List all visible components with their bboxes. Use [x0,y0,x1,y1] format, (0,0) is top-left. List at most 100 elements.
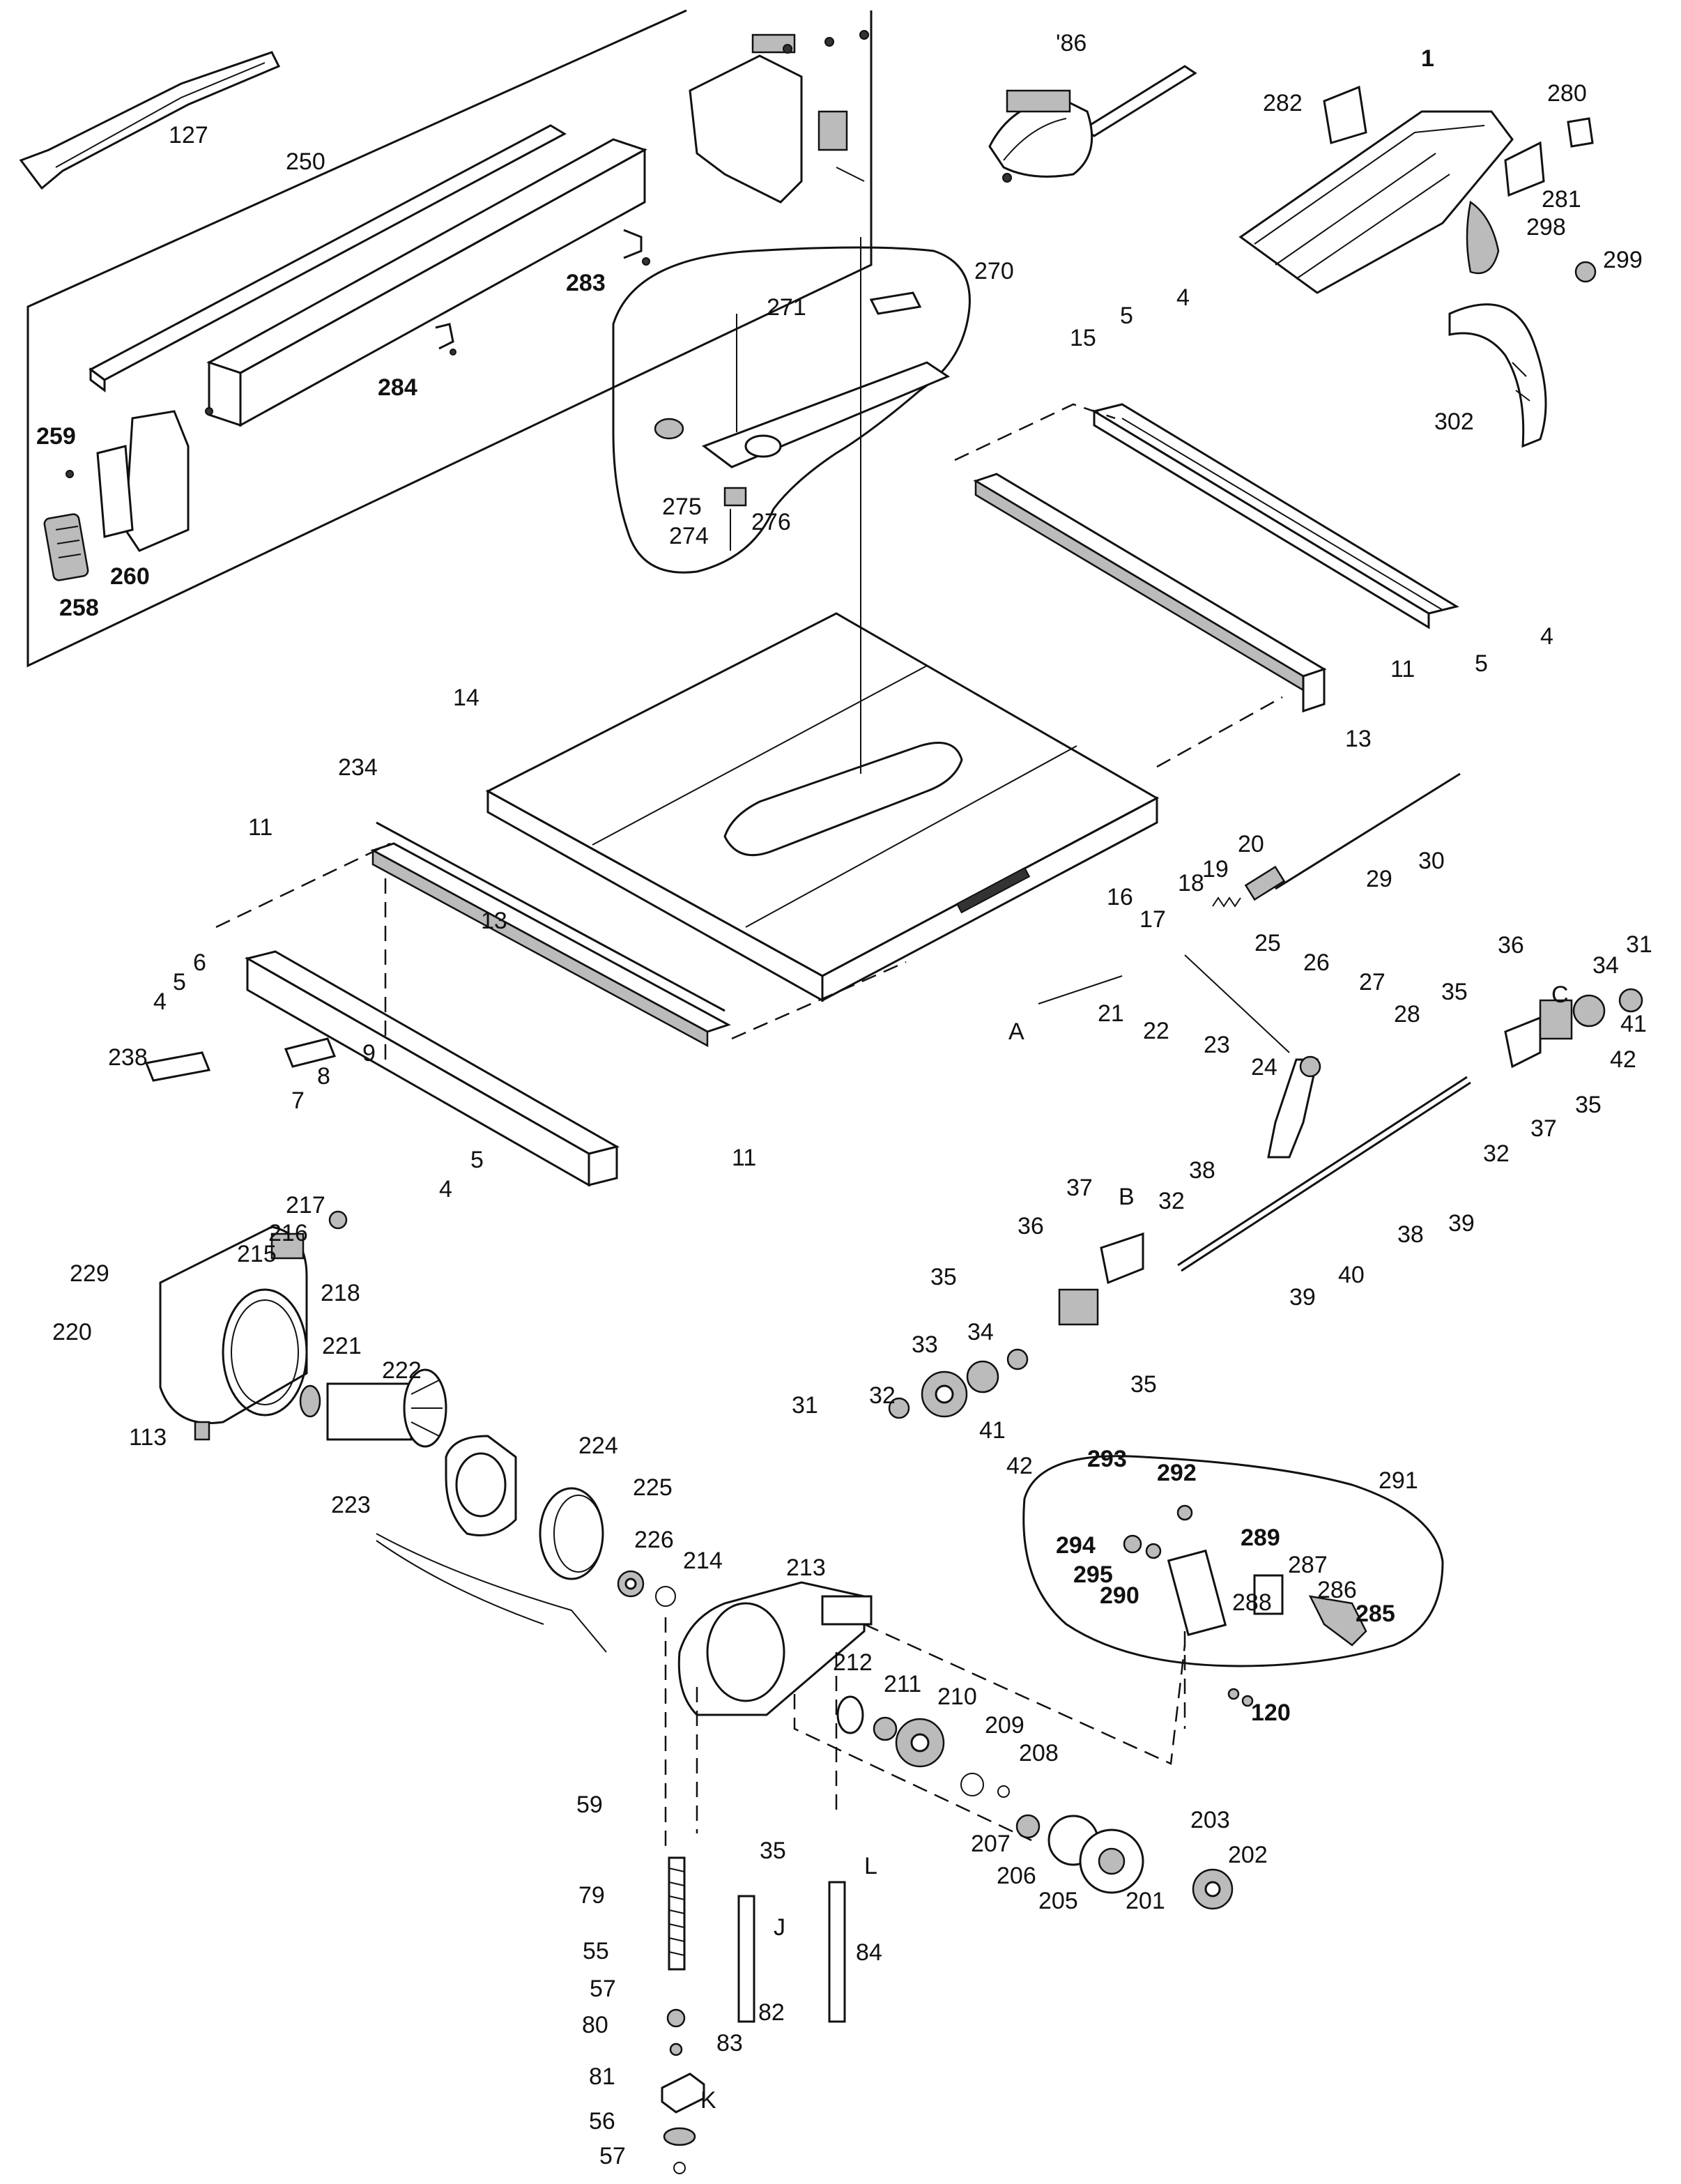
part-label-260: 260 [110,563,150,590]
part-label-4d: 4 [439,1176,452,1202]
part-label-7: 7 [291,1087,305,1114]
rip-fence-inset [19,9,873,668]
lever-26 [1267,1055,1321,1159]
part-label-27: 27 [1359,969,1386,995]
part-label-302: 302 [1434,408,1474,435]
switch-group-291 [1022,1455,1444,1729]
part-label-215: 215 [237,1241,277,1267]
motor-housing-218 [159,1210,348,1441]
part-label-39a: 39 [1448,1210,1475,1237]
part-label-284: 284 [378,374,417,401]
part-label-J: J [774,1914,785,1941]
part-label-4a: 4 [1176,284,1190,311]
part-label-295: 295 [1073,1561,1113,1588]
part-label-275: 275 [662,494,702,520]
gear-case-dashed [793,1623,1186,1842]
part-label-207: 207 [971,1831,1011,1857]
part-label-56: 56 [589,2108,615,2135]
part-label-84: 84 [856,1939,882,1966]
part-label-293: 293 [1087,1446,1127,1472]
part-label-211: 211 [884,1671,921,1697]
part-label-35b: 35 [1575,1092,1602,1118]
adjustment-shaft-30 [1212,772,1461,908]
part-label-294: 294 [1056,1532,1096,1559]
part-label-55: 55 [583,1938,609,1964]
part-label-38a: 38 [1189,1157,1215,1184]
part-label-120: 120 [1251,1700,1291,1726]
part-label-81: 81 [589,2063,615,2090]
rod-A [1038,954,1290,1053]
rail-13-left [370,842,731,1048]
part-label-299: 299 [1603,247,1643,273]
part-label-32a: 32 [1483,1140,1510,1167]
part-label-57b: 57 [599,2143,626,2169]
part-label-57a: 57 [590,1976,616,2002]
part-label-35e: 35 [760,1838,786,1864]
fence-handle-127 [19,51,281,190]
part-label-20: 20 [1238,831,1264,857]
part-label-37a: 37 [1530,1115,1557,1142]
part-label-36a: 36 [1498,932,1524,959]
part-label-210: 210 [937,1683,977,1710]
tilt-rod-40 [1177,1076,1471,1272]
bearing-226 [617,1570,645,1598]
base-stack [661,2008,705,2174]
part-label-212: 212 [833,1649,873,1676]
part-label-281: 281 [1542,186,1581,213]
rail-15 [1091,403,1459,629]
part-label-28: 28 [1394,1001,1420,1028]
part-label-9: 9 [362,1040,376,1067]
part-label-202: 202 [1228,1842,1268,1868]
shafts [664,1617,846,2023]
fence-bar-250 [89,124,567,392]
throat-plate-group-270 [612,246,971,574]
part-label-223: 223 [331,1492,371,1518]
part-label-35d: 35 [1130,1371,1157,1398]
part-label-224: 224 [578,1433,618,1459]
armature-222 [299,1368,447,1448]
part-label-271: 271 [767,294,806,321]
part-label-83: 83 [716,2030,743,2056]
left-rail-dashed [215,842,907,1067]
part-label-L: L [864,1853,877,1879]
part-label-K: K [700,2087,716,2114]
part-label-238: 238 [108,1044,148,1071]
field-223 [376,1435,607,1653]
part-label-82: 82 [758,1999,785,2026]
part-label-19: 19 [1202,856,1229,883]
part-label-222: 222 [382,1357,422,1384]
part-label-11c: 11 [732,1145,756,1171]
part-label-214: 214 [683,1548,723,1574]
part-label-5a: 5 [1120,303,1133,329]
part-label-16: 16 [1107,884,1133,910]
part-label-23: 23 [1204,1032,1230,1058]
part-label-203: 203 [1190,1807,1230,1833]
bracket-37-C [1504,988,1643,1069]
part-label-201: 201 [1126,1888,1165,1914]
part-label-C: C [1551,982,1569,1008]
clip-284 [435,323,456,356]
part-label-208: 208 [1019,1740,1059,1766]
part-label-206: 206 [997,1863,1036,1889]
part-label-234: 234 [338,754,378,781]
front-bracket [66,407,213,552]
part-label-274: 274 [669,523,709,549]
clamp-9 [284,1037,337,1068]
clip-283 [623,229,650,266]
miter-gauge-86 [988,65,1197,183]
part-label-282: 282 [1263,90,1303,116]
part-label-1: 1 [1421,45,1434,72]
rear-bracket [689,30,869,204]
part-label-35c: 35 [930,1264,957,1290]
part-label-33: 33 [912,1331,938,1358]
part-label-32b: 32 [1158,1188,1185,1214]
tilt-gears [888,1348,1029,1419]
part-label-42b: 42 [1006,1453,1033,1479]
part-label-220: 220 [52,1319,92,1345]
part-label-290: 290 [1100,1582,1139,1609]
part-label-13a: 13 [1345,726,1372,752]
part-label-258: 258 [59,595,99,621]
part-label-39b: 39 [1289,1284,1316,1311]
part-label-A: A [1008,1018,1024,1045]
